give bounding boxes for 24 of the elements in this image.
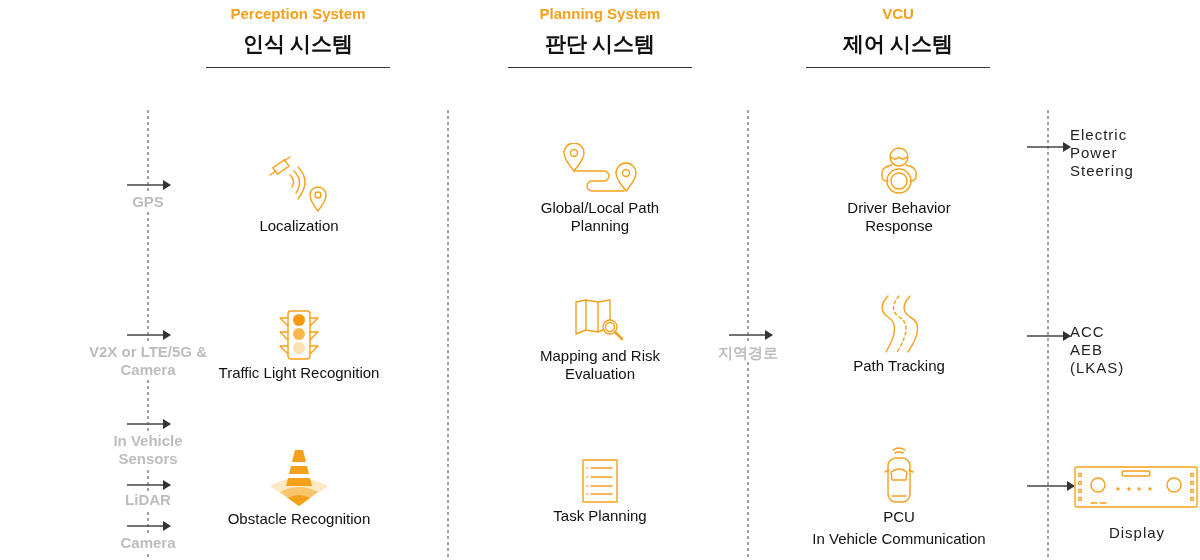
node-label: Path Tracking [853,357,945,375]
node-label: Display [1108,524,1166,542]
node-label: AEB [1070,341,1103,359]
section-title: 판단 시스템 [543,31,657,57]
node-label: ACC [1070,323,1105,341]
node-label: (LKAS) [1070,359,1125,377]
node-label: PCU [883,508,915,526]
node-label: Driver Behavior Response [846,199,952,235]
node-label: Traffic Light Recognition [218,364,380,382]
section-subtitle: Perception System [229,4,367,24]
arrow [1026,331,1071,341]
section-subtitle: Planning System [538,4,662,24]
node-label: Global/Local Path Planning [539,199,661,235]
node-label: Mapping and Risk Evaluation [538,347,662,383]
node-label: Electric Power Steering [1070,126,1135,180]
arrow [1026,481,1075,491]
node-label: Task Planning [553,507,647,525]
node-label: In Vehicle Communication [812,530,986,548]
section-title: 인식 시스템 [241,31,355,57]
section-title: 제어 시스템 [841,31,955,57]
section-subtitle: VCU [881,4,915,24]
arrow [1026,142,1071,152]
node-label: Localization [259,217,339,235]
node-label: Obstacle Recognition [227,510,371,528]
